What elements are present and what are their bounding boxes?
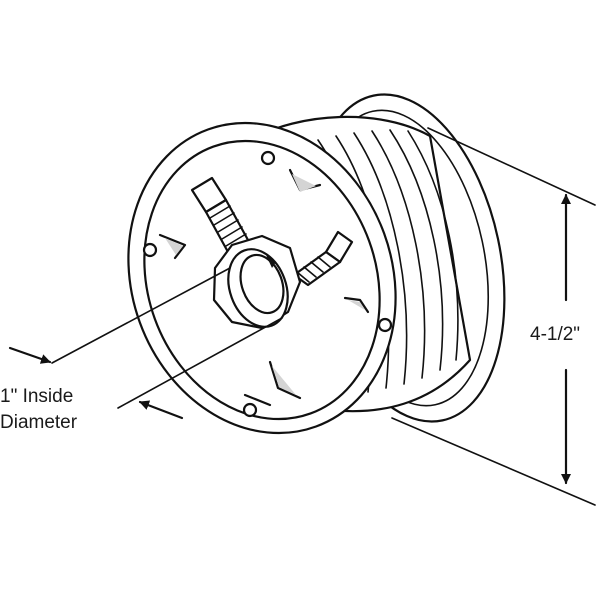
set-screw-right xyxy=(292,230,354,287)
inside-diameter-label-line2: Diameter xyxy=(0,412,78,433)
center-hub xyxy=(212,234,302,330)
inner-ribs xyxy=(158,168,370,407)
height-label: 4-1/2" xyxy=(530,324,580,345)
set-screws xyxy=(190,176,354,287)
inside-diameter-dimension xyxy=(8,267,283,420)
height-dimension xyxy=(391,127,596,506)
inside-diameter-label-line1: 1" Inside xyxy=(0,386,73,407)
